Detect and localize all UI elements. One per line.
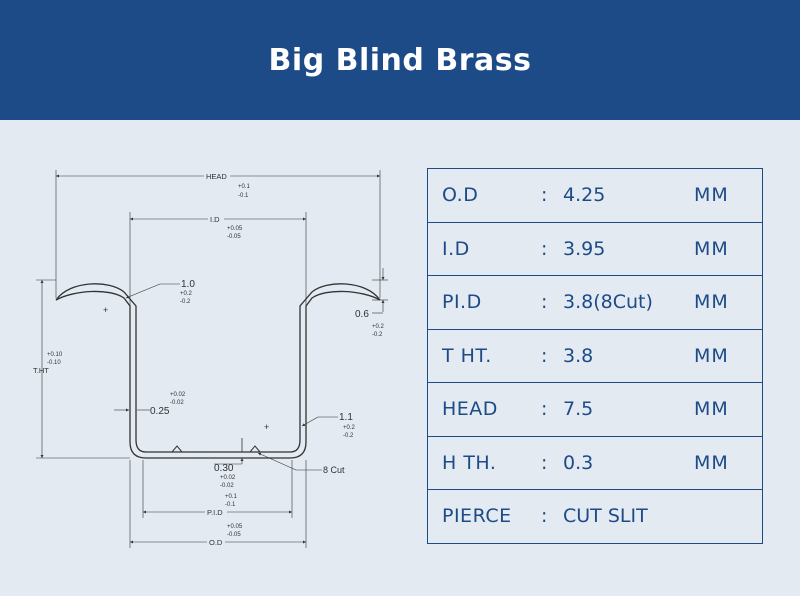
page-title: Big Blind Brass [268, 42, 532, 78]
spec-row-tht: T HT. : 3.8 MM [428, 330, 762, 383]
spec-unit: MM [694, 451, 729, 474]
spec-label: HEAD [442, 398, 498, 421]
spec-label: I.D [442, 237, 470, 260]
tht-tol-minus: -0.10 [47, 360, 61, 366]
spec-row-head: HEAD : 7.5 MM [428, 383, 762, 437]
spec-colon: : [541, 291, 548, 314]
spec-colon: : [541, 505, 548, 528]
spec-label: H TH. [442, 451, 497, 474]
spec-table: O.D : 4.25 MM I.D : 3.95 MM PI.D : 3.8(8… [427, 168, 763, 544]
spec-row-pid: PI.D : 3.8(8Cut) MM [428, 276, 762, 330]
spec-value: 4.25 [563, 184, 606, 207]
spec-unit: MM [694, 237, 729, 260]
pid-tol-plus: +0.1 [225, 494, 238, 500]
bottom-label: 0.30 [214, 463, 234, 474]
spec-value: 3.95 [563, 237, 606, 260]
spec-value: 3.8 [563, 344, 594, 367]
pid-label: P.I.D [207, 508, 223, 517]
radius-left-label: 1.0 [181, 279, 195, 290]
spec-colon: : [541, 344, 548, 367]
spec-unit: MM [694, 291, 729, 314]
radius-left-tol-plus: +0.2 [180, 291, 193, 297]
spec-row-hth: H TH. : 0.3 MM [428, 437, 762, 490]
spec-unit: MM [694, 398, 729, 421]
svg-text:+: + [264, 422, 269, 432]
spec-label: O.D [442, 184, 479, 207]
spec-label: PIERCE [442, 505, 512, 528]
lip-label: 0.6 [355, 309, 369, 320]
spec-label: PI.D [442, 291, 482, 314]
radius-left-tol-minus: -0.2 [180, 299, 191, 305]
spec-row-od: O.D : 4.25 MM [428, 169, 762, 223]
spec-colon: : [541, 237, 548, 260]
od-tol-plus: +0.05 [227, 524, 243, 530]
tht-tol-plus: +0.10 [47, 352, 63, 358]
part-outline [55, 283, 381, 453]
spec-colon: : [541, 398, 548, 421]
cut-label: 8 Cut [323, 465, 345, 475]
cut-notch-right [249, 445, 261, 453]
part-inner-outline [55, 290, 381, 459]
lip-tol-plus: +0.2 [372, 324, 385, 330]
spec-value: 3.8(8Cut) [563, 291, 653, 314]
id-dim-label: I.D [210, 215, 220, 224]
spec-row-id: I.D : 3.95 MM [428, 223, 762, 276]
lip-tol-minus: -0.2 [372, 332, 383, 338]
head-tol-plus: +0.1 [238, 184, 251, 190]
technical-drawing: + + HEAD +0.1 -0.1 I.D +0.05 -0.05 1.0 +… [0, 120, 420, 591]
header-banner: Big Blind Brass [0, 0, 800, 120]
od-tol-minus: -0.05 [227, 532, 241, 538]
spec-value: 7.5 [563, 398, 594, 421]
spec-colon: : [541, 451, 548, 474]
wall-label: 0.25 [150, 406, 170, 417]
spec-value: CUT SLIT [563, 505, 648, 528]
radius-right-label: 1.1 [339, 412, 353, 423]
id-tol-plus: +0.05 [227, 226, 243, 232]
bottom-tol-plus: +0.02 [220, 475, 236, 481]
wall-tol-plus: +0.02 [170, 392, 186, 398]
pid-tol-minus: -0.1 [225, 502, 236, 508]
spec-unit: MM [694, 344, 729, 367]
svg-text:+: + [103, 305, 108, 315]
radius-right-tol-minus: -0.2 [343, 433, 354, 439]
cut-notch-left [171, 445, 183, 453]
head-tol-minus: -0.1 [238, 193, 249, 199]
od-label: O.D [209, 538, 223, 547]
spec-value: 0.3 [563, 451, 594, 474]
tht-label: T.HT [33, 366, 49, 375]
bottom-tol-minus: -0.02 [220, 483, 234, 489]
spec-row-pierce: PIERCE : CUT SLIT [428, 490, 762, 544]
wall-tol-minus: -0.02 [170, 400, 184, 406]
spec-colon: : [541, 184, 548, 207]
id-tol-minus: -0.05 [227, 234, 241, 240]
spec-label: T HT. [442, 344, 492, 367]
spec-unit: MM [694, 184, 729, 207]
radius-right-tol-plus: +0.2 [343, 425, 356, 431]
drawing-svg: + + HEAD +0.1 -0.1 I.D +0.05 -0.05 1.0 +… [33, 170, 388, 548]
head-dim-label: HEAD [206, 172, 227, 181]
